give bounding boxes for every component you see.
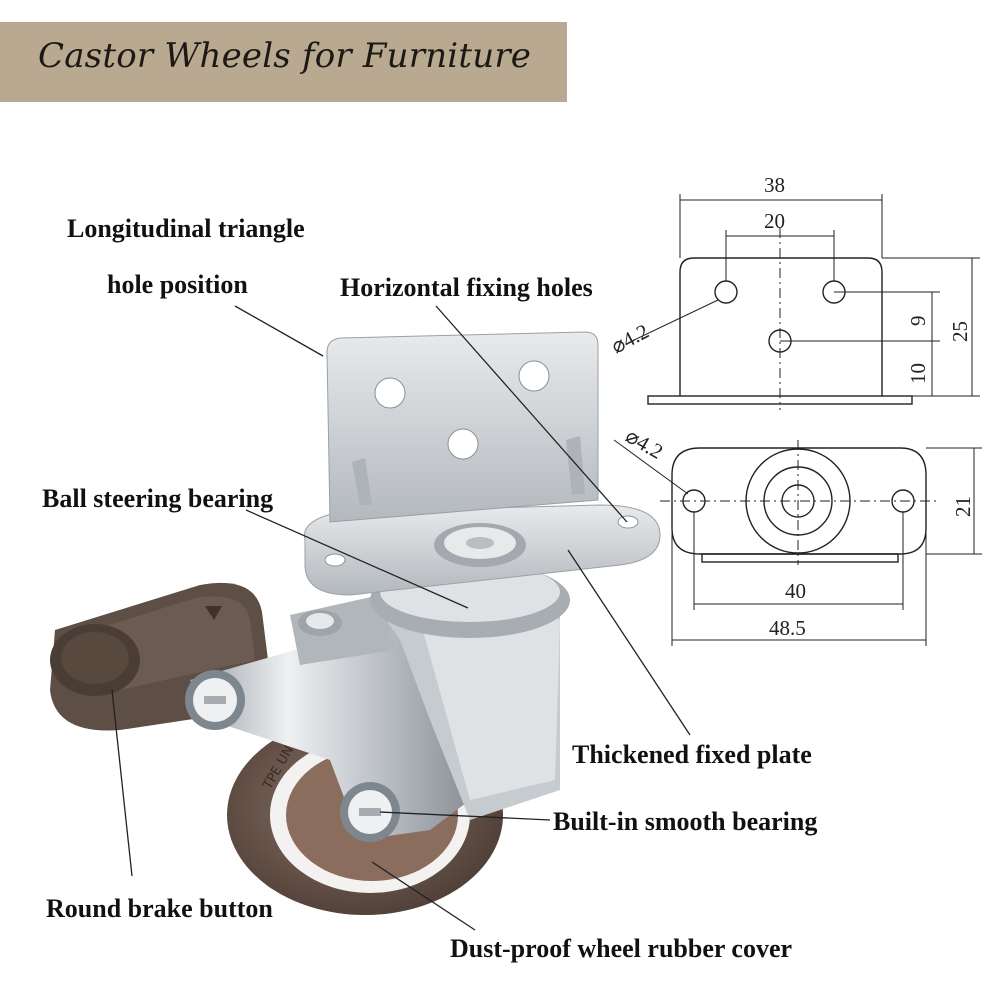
leader-lines: [111, 305, 691, 931]
label-triangle-line2: hole position: [107, 270, 248, 299]
dim-front-width: 38: [764, 173, 785, 197]
dim-front-upper-offset: 9: [906, 316, 930, 327]
leader-ball-bearing: [245, 509, 469, 609]
dim-front-lower-offset: 10: [906, 363, 930, 384]
mounting-plate-vertical: [326, 331, 599, 523]
leader-triangle-hole: [234, 305, 324, 357]
dim-top-depth: 21: [951, 496, 975, 517]
label-horizontal-holes: Horizontal fixing holes: [340, 273, 593, 302]
fork: [190, 595, 560, 840]
title-banner: Castor Wheels for Furniture: [0, 22, 567, 102]
leader-rubber-cover: [371, 861, 476, 931]
label-fixed-plate: Thickened fixed plate: [572, 740, 812, 769]
front-view: [633, 194, 980, 410]
dim-top-hole-spacing: 40: [785, 579, 806, 603]
dim-front-hole-dia: ⌀4.2: [607, 319, 653, 358]
label-smooth-bearing: Built-in smooth bearing: [553, 807, 818, 836]
leader-fixed-plate: [567, 549, 691, 736]
dim-front-hole-spacing: 20: [764, 209, 785, 233]
label-rubber-cover: Dust-proof wheel rubber cover: [450, 934, 793, 963]
mounting-plate-horizontal: [303, 504, 661, 596]
label-ball-bearing: Ball steering bearing: [42, 484, 274, 513]
dim-front-height: 25: [948, 321, 972, 342]
dim-top-length: 48.5: [769, 616, 806, 640]
banner-title: Castor Wheels for Furniture: [38, 36, 532, 76]
label-brake-button: Round brake button: [46, 894, 273, 923]
leader-smooth-bearing: [379, 811, 551, 821]
axle-bolts: [185, 670, 400, 842]
top-view: [613, 439, 982, 646]
leader-horizontal-holes: [435, 305, 628, 523]
label-triangle-line1: Longitudinal triangle: [67, 214, 305, 243]
dim-top-hole-dia: ⌀4.2: [622, 424, 668, 464]
leader-brake-button: [111, 689, 133, 877]
